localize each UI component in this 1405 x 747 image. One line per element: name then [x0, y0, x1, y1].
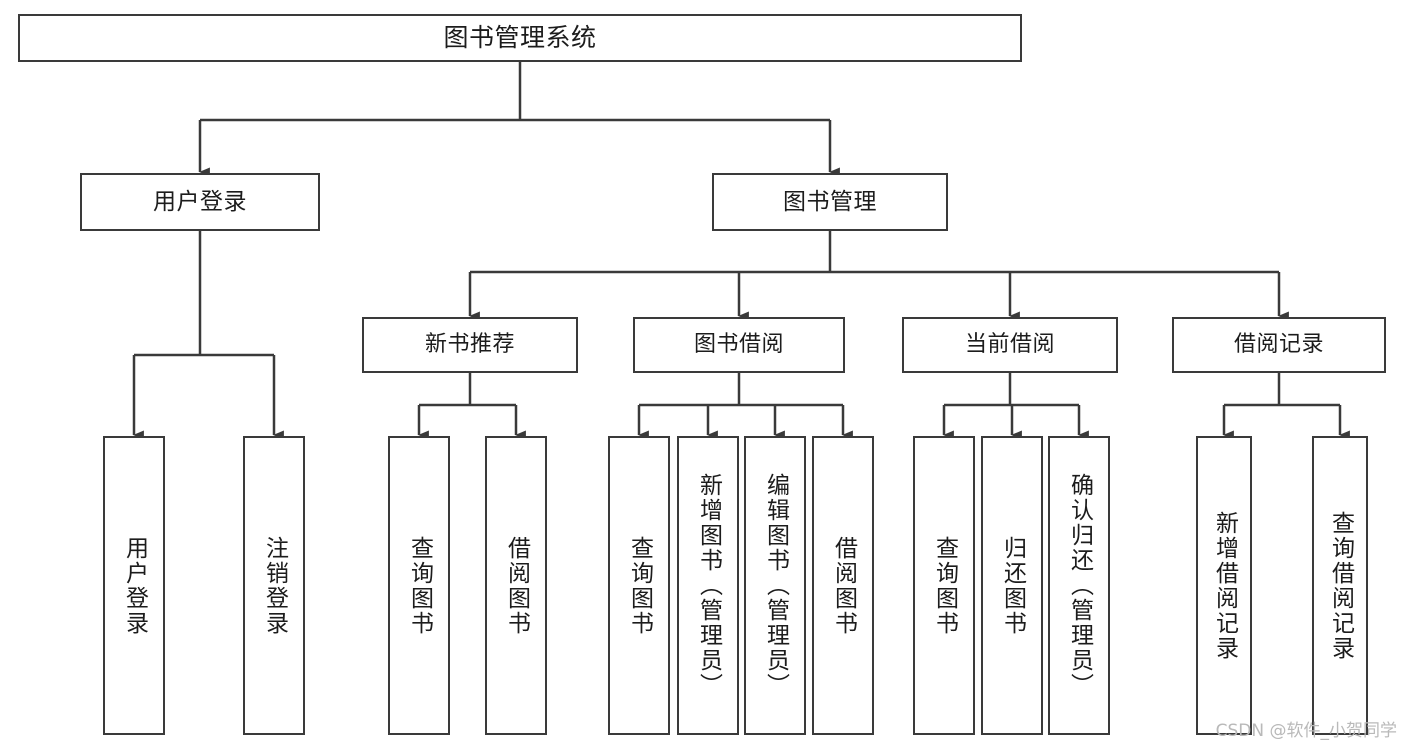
node-new-book-rec[interactable]: 新书推荐 — [362, 317, 578, 373]
node-current-borrow[interactable]: 当前借阅 — [902, 317, 1118, 373]
node-leaf-return-book[interactable]: 归还图书 — [981, 436, 1043, 735]
node-label: 查询图书 — [406, 535, 433, 636]
node-label: 查询借阅记录 — [1327, 510, 1354, 661]
node-leaf-confirm-return[interactable]: 确认归还（管理员） — [1048, 436, 1110, 735]
node-borrow-record[interactable]: 借阅记录 — [1172, 317, 1386, 373]
node-leaf-query-book-1[interactable]: 查询图书 — [388, 436, 450, 735]
node-label: 用户登录 — [121, 535, 148, 636]
node-leaf-query-record[interactable]: 查询借阅记录 — [1312, 436, 1368, 735]
node-label: 注销登录 — [261, 535, 288, 636]
node-label: 新增图书（管理员） — [695, 473, 722, 698]
node-label: 图书管理系统 — [443, 22, 597, 52]
node-leaf-user-logout[interactable]: 注销登录 — [243, 436, 305, 735]
node-label: 借阅记录 — [1233, 332, 1324, 358]
node-label: 图书借阅 — [693, 332, 784, 358]
node-leaf-borrow-book-2[interactable]: 借阅图书 — [812, 436, 874, 735]
node-leaf-add-record[interactable]: 新增借阅记录 — [1196, 436, 1252, 735]
node-book-manage[interactable]: 图书管理 — [712, 173, 948, 231]
node-label: 查询图书 — [931, 535, 958, 636]
node-leaf-query-book-2[interactable]: 查询图书 — [608, 436, 670, 735]
watermark: CSDN @软件_小贺同学 — [1215, 721, 1397, 741]
node-label: 借阅图书 — [830, 535, 857, 636]
node-label: 编辑图书（管理员） — [762, 473, 789, 698]
node-leaf-borrow-book-1[interactable]: 借阅图书 — [485, 436, 547, 735]
node-leaf-query-book-3[interactable]: 查询图书 — [913, 436, 975, 735]
node-leaf-user-login[interactable]: 用户登录 — [103, 436, 165, 735]
node-book-borrow[interactable]: 图书借阅 — [633, 317, 845, 373]
node-label: 当前借阅 — [964, 332, 1055, 358]
node-label: 图书管理 — [783, 188, 877, 215]
node-label: 新增借阅记录 — [1211, 510, 1238, 661]
node-label: 借阅图书 — [503, 535, 530, 636]
node-root[interactable]: 图书管理系统 — [18, 14, 1022, 62]
node-leaf-add-book[interactable]: 新增图书（管理员） — [677, 436, 739, 735]
node-label: 用户登录 — [153, 188, 247, 215]
node-user-login[interactable]: 用户登录 — [80, 173, 320, 231]
node-label: 确认归还（管理员） — [1066, 473, 1093, 698]
node-label: 新书推荐 — [424, 332, 515, 358]
node-label: 查询图书 — [626, 535, 653, 636]
node-leaf-edit-book[interactable]: 编辑图书（管理员） — [744, 436, 806, 735]
node-label: 归还图书 — [999, 535, 1026, 636]
